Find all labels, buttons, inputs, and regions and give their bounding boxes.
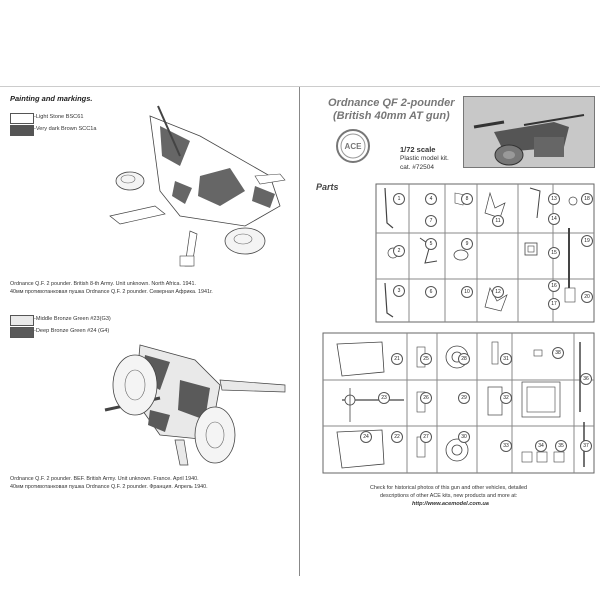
sprue-upper xyxy=(375,183,595,323)
part-number-24: 24 xyxy=(360,431,372,443)
part-number-2: 2 xyxy=(393,245,405,257)
part-number-15: 15 xyxy=(548,247,560,259)
part-number-17: 17 xyxy=(548,298,560,310)
footer-line1: Check for historical photos of this gun … xyxy=(370,485,528,491)
part-number-3: 3 xyxy=(393,285,405,297)
kit-title-line2: (British 40mm AT gun) xyxy=(333,110,450,122)
part-number-28: 28 xyxy=(458,353,470,365)
part-number-21: 21 xyxy=(391,353,403,365)
part-number-6: 6 xyxy=(425,286,437,298)
gun-illustration-france xyxy=(104,344,286,466)
part-number-27: 27 xyxy=(420,431,432,443)
part-number-16: 16 xyxy=(548,280,560,292)
part-number-8: 8 xyxy=(461,193,473,205)
footer-line2: descriptions of other ACE kits, new prod… xyxy=(380,493,518,499)
color-swatch-middle-bronze-green xyxy=(10,315,34,326)
part-number-19: 19 xyxy=(581,235,593,247)
color-swatch-dark-brown xyxy=(10,125,34,136)
scheme2-caption-en: Ordnance Q.F. 2 pounder. BEF. British Ar… xyxy=(10,476,199,482)
part-number-26: 26 xyxy=(420,392,432,404)
part-number-37: 37 xyxy=(580,440,592,452)
part-number-23: 23 xyxy=(378,392,390,404)
part-number-12: 12 xyxy=(492,286,504,298)
part-number-9: 9 xyxy=(461,238,473,250)
part-number-10: 10 xyxy=(461,286,473,298)
part-number-30: 30 xyxy=(458,431,470,443)
scale-label: 1/72 scale xyxy=(400,145,436,154)
page-fold xyxy=(299,86,300,576)
gun-illustration-desert xyxy=(109,105,286,267)
part-number-18: 18 xyxy=(581,193,593,205)
scheme2-caption-ru: 40мм противотанковая пушка Ordnance Q.F.… xyxy=(10,484,208,490)
part-number-29: 29 xyxy=(458,392,470,404)
color-label-light-stone: -Light Stone BSC61 xyxy=(34,114,84,120)
page-shadow xyxy=(0,86,600,87)
part-number-14: 14 xyxy=(548,213,560,225)
part-number-5: 5 xyxy=(425,238,437,250)
color-label-dark-brown: -Very dark Brown SCC1a xyxy=(34,126,97,132)
part-number-34: 34 xyxy=(535,440,547,452)
photo-gun-silhouette xyxy=(464,97,594,167)
part-number-11: 11 xyxy=(492,215,504,227)
parts-heading: Parts xyxy=(316,182,339,192)
part-number-36: 36 xyxy=(580,373,592,385)
part-number-32: 32 xyxy=(500,392,512,404)
kit-type-label: Plastic model kit. xyxy=(400,155,449,162)
scheme1-caption-ru: 40мм противотанковая пушка Ordnance Q.F.… xyxy=(10,289,213,295)
part-number-22: 22 xyxy=(391,431,403,443)
part-number-38: 38 xyxy=(552,347,564,359)
part-number-13: 13 xyxy=(548,193,560,205)
part-number-20: 20 xyxy=(581,291,593,303)
footer-url[interactable]: http://www.acemodel.com.ua xyxy=(412,501,489,507)
painting-heading: Painting and markings. xyxy=(10,94,93,103)
part-number-1: 1 xyxy=(393,193,405,205)
part-number-7: 7 xyxy=(425,215,437,227)
scheme1-caption-en: Ordnance Q.F. 2 pounder. British 8-th Ar… xyxy=(10,281,196,287)
kit-title-line1: Ordnance QF 2-pounder xyxy=(328,97,455,109)
part-number-33: 33 xyxy=(500,440,512,452)
color-swatch-deep-bronze-green xyxy=(10,327,34,338)
color-label-middle-bronze-green: -Middle Bronze Green #23(G3) xyxy=(34,316,111,322)
part-number-4: 4 xyxy=(425,193,437,205)
cat-number: cat. #72504 xyxy=(400,164,434,171)
color-swatch-light-stone xyxy=(10,113,34,124)
historical-photo xyxy=(463,96,595,168)
ace-logo-text: ACE xyxy=(345,142,363,151)
part-number-35: 35 xyxy=(555,440,567,452)
part-number-31: 31 xyxy=(500,353,512,365)
color-label-deep-bronze-green: -Deep Bronze Green #24 (G4) xyxy=(34,328,110,334)
ace-logo: ACE xyxy=(336,129,370,163)
part-number-25: 25 xyxy=(420,353,432,365)
